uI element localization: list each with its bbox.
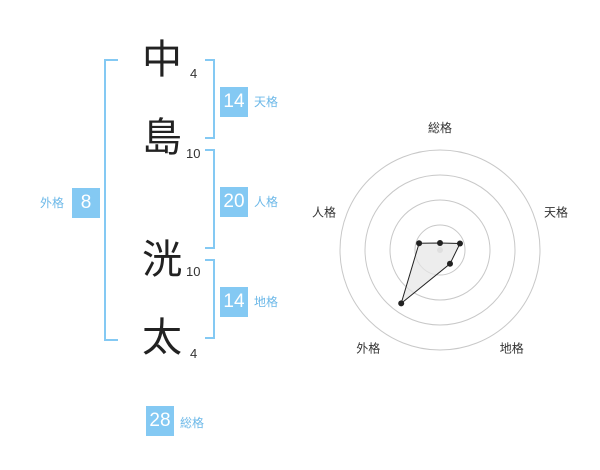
radar-ring [364, 174, 516, 326]
radar-axis-label: 地格 [500, 341, 524, 356]
radar-grid [339, 149, 541, 351]
name-char-4: 太 [142, 315, 182, 361]
stroke-count-3: 10 [186, 264, 201, 279]
gaikaku-value: 8 [72, 188, 100, 218]
jinkaku-label: 人格 [254, 195, 279, 209]
radar-point [398, 300, 405, 307]
chikaku-label: 地格 [254, 295, 279, 309]
radar-polygon [400, 242, 461, 305]
radar-points [398, 240, 463, 307]
stroke-count-1: 4 [190, 66, 198, 81]
jinkaku-bracket [205, 149, 215, 249]
radar-point [416, 240, 423, 247]
tenkaku-bracket [205, 59, 215, 139]
radar-axis-label: 外格 [356, 341, 380, 356]
stroke-count-2: 10 [186, 146, 201, 161]
name-char-2: 島 [142, 115, 182, 161]
jinkaku-value: 20 [220, 187, 248, 217]
soukaku-value: 28 [146, 406, 174, 436]
tenkaku-value: 14 [220, 87, 248, 117]
radar-point [456, 240, 463, 247]
radar-axis-label: 天格 [544, 204, 568, 219]
gaikaku-bracket [104, 59, 118, 341]
chikaku-bracket [205, 259, 215, 339]
radar-axis-label: 人格 [312, 204, 336, 219]
radar-ring [414, 224, 466, 276]
name-char-3: 洸 [142, 237, 182, 283]
radar-ring [389, 199, 491, 301]
soukaku-label: 総格 [180, 416, 205, 430]
chikaku-value: 14 [220, 287, 248, 317]
radar-axis-label: 総格 [428, 120, 452, 135]
radar-ring [339, 149, 541, 351]
radar-point [437, 240, 443, 246]
name-char-1: 中 [142, 37, 182, 83]
stroke-count-4: 4 [190, 346, 198, 361]
gaikaku-label: 外格 [40, 196, 65, 210]
radar-point [446, 260, 453, 267]
tenkaku-label: 天格 [254, 95, 279, 109]
